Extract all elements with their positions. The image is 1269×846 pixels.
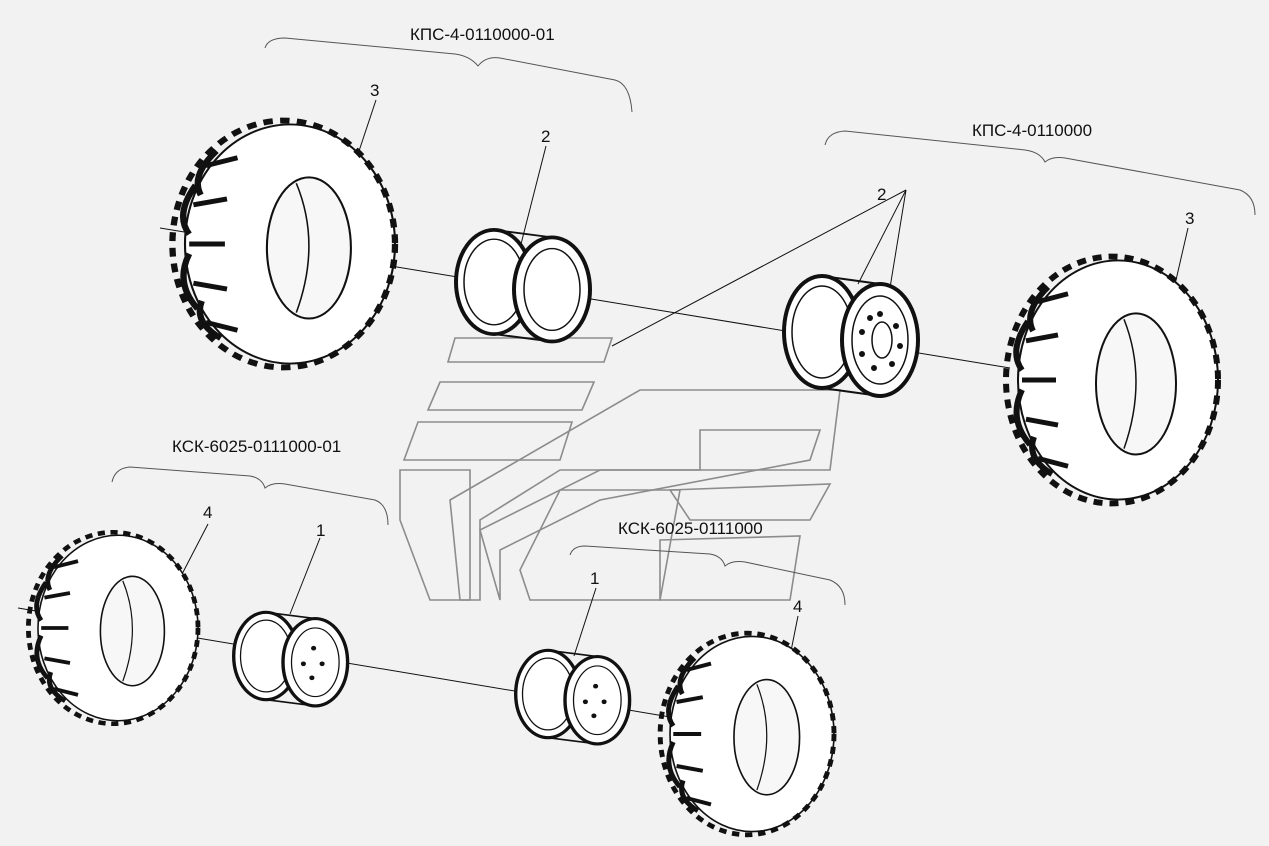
group-brackets <box>111 37 1256 606</box>
label-kps-right: КПС-4-0110000 <box>972 121 1092 140</box>
callout-rim-right: 2 <box>877 185 886 204</box>
rim-right <box>782 274 920 398</box>
callout-tire-right: 3 <box>1185 209 1194 228</box>
background-logo <box>399 337 841 601</box>
callout-tire-top: 3 <box>370 81 379 100</box>
rim-left <box>231 610 350 708</box>
tire-top <box>172 121 395 368</box>
callout-tire-bottom: 4 <box>793 597 802 616</box>
leader-lines <box>179 99 1189 677</box>
label-ksk-left: КСК-6025-0111000-01 <box>172 437 341 456</box>
callout-rim-left: 1 <box>316 521 325 540</box>
rim-top <box>454 227 592 344</box>
label-kps-top: КПС-4-0110000-01 <box>410 25 555 44</box>
tire-left <box>28 532 198 724</box>
tire-bottom <box>660 633 834 835</box>
callout-tire-left: 4 <box>203 503 212 522</box>
callout-rim-top: 2 <box>541 127 550 146</box>
tire-right <box>1006 257 1218 504</box>
label-ksk-bottom: КСК-6025-0111000 <box>618 519 763 538</box>
rim-bottom <box>514 648 632 746</box>
callout-rim-bottom: 1 <box>590 569 599 588</box>
